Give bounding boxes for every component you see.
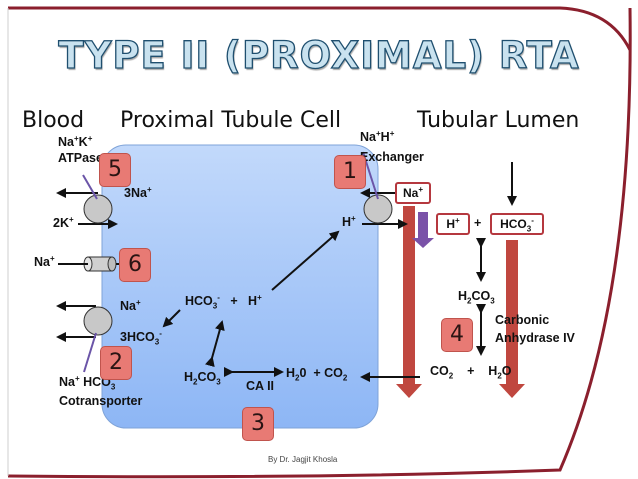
enzyme-ca-ii: CA II <box>246 379 275 393</box>
frame-right-curve <box>7 7 632 479</box>
label-na-h: Na+H+ <box>360 128 395 144</box>
ion-na-cotransport: Na+ <box>120 297 141 313</box>
header-tubular-lumen: Tubular Lumen <box>417 108 580 133</box>
red-flow-arrows <box>396 206 525 398</box>
na-hco3-cotransporter-pump <box>83 306 113 336</box>
ion-co2-lumen: CO2 + H2O <box>430 364 512 381</box>
na-channel <box>58 256 130 272</box>
label-cotransporter: Cotransporter <box>59 394 143 408</box>
header-blood: Blood <box>22 108 85 133</box>
na-k-atpase-pump <box>83 194 113 224</box>
pointer-atpase <box>82 174 98 200</box>
frame-top-curve <box>8 6 632 51</box>
credit-text: By Dr. Jagjit Khosla <box>268 455 338 464</box>
step-badge-2: 2 <box>100 346 132 380</box>
step-badge-1: 1 <box>334 155 366 189</box>
header-proximal-tubule-cell: Proximal Tubule Cell <box>120 108 342 133</box>
box-h-lumen: H+ <box>436 213 470 235</box>
slide-title: TYPE II (PROXIMAL) RTA <box>58 33 580 77</box>
ion-h2co3-cell: H2CO3 <box>184 370 221 387</box>
arrow-h2co3-hco3-pair <box>205 320 225 368</box>
na-h-exchanger-pump <box>363 194 393 224</box>
ion-2k: 2K+ <box>53 214 74 230</box>
ion-3na: 3Na+ <box>124 184 152 200</box>
label-na-k: Na+K+ <box>58 133 93 149</box>
arrow-hco3-to-blood <box>162 309 181 328</box>
cell-body <box>101 144 379 429</box>
arrow-h-to-hco3 <box>271 230 340 291</box>
label-exchanger: Exchanger <box>360 150 424 164</box>
box-hco3-lumen: HCO3- <box>490 213 544 235</box>
enzyme-anhydrase-iv: Anhydrase IV <box>495 331 575 345</box>
enzyme-carbonic: Carbonic <box>495 313 550 327</box>
step-badge-4: 4 <box>441 318 473 352</box>
purple-h-arrow <box>412 212 434 248</box>
ion-hco3-cell: HCO3- + H+ <box>185 292 262 311</box>
plus-lumen: + <box>474 216 482 230</box>
ion-na-blood: Na+ <box>34 253 55 269</box>
ion-h-cell: H+ <box>342 213 356 229</box>
ion-h2co3-lumen: H2CO3 <box>458 289 495 306</box>
ion-3hco3: 3HCO3- <box>120 328 162 347</box>
box-na-lumen: Na+ <box>395 182 431 204</box>
step-badge-6: 6 <box>119 248 151 282</box>
step-badge-3: 3 <box>242 407 274 441</box>
pointer-cotransporter <box>83 332 97 373</box>
label-atpase: ATPase <box>58 151 103 165</box>
ion-h2o-co2-cell: H20 + CO2 <box>286 366 348 383</box>
step-badge-5: 5 <box>99 153 131 187</box>
